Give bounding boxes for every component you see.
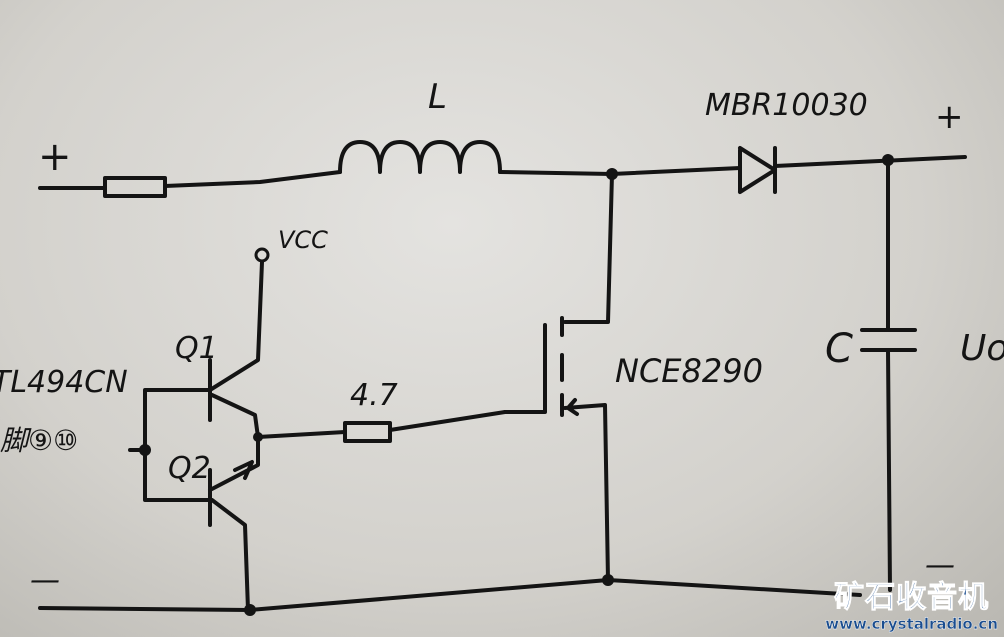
ic-label: TL494CN bbox=[0, 365, 128, 400]
output-minus-label: — bbox=[925, 548, 955, 583]
wire-bottom bbox=[38, 578, 862, 612]
watermark: 矿石收音机 www.crystalradio.cn bbox=[825, 580, 998, 633]
junction bbox=[139, 444, 151, 456]
vcc-label: VCC bbox=[278, 226, 328, 254]
capacitor-label: C bbox=[825, 326, 853, 372]
output-plus-label: + bbox=[935, 97, 964, 137]
inductor-label: L bbox=[428, 77, 447, 117]
mosfet-label: NCE8290 bbox=[615, 352, 763, 390]
q1-label: Q1 bbox=[175, 331, 218, 366]
transistors bbox=[128, 260, 507, 612]
input-minus-label: — bbox=[30, 563, 60, 598]
fuse bbox=[103, 176, 167, 198]
inductor bbox=[338, 140, 502, 174]
watermark-title: 矿石收音机 bbox=[834, 580, 990, 615]
q2-label: Q2 bbox=[168, 451, 211, 486]
output-voltage-label: Uo bbox=[960, 328, 1004, 369]
wire-top-input bbox=[38, 170, 342, 190]
input-plus-label: + bbox=[38, 134, 72, 180]
resistor-label: 4.7 bbox=[350, 378, 398, 413]
junction bbox=[602, 574, 614, 586]
gate-resistor bbox=[343, 421, 392, 443]
capacitor bbox=[860, 158, 917, 592]
ic-pins-label: 脚⑨⑩ bbox=[0, 424, 78, 457]
mosfet bbox=[503, 172, 614, 582]
diode-label: MBR10030 bbox=[705, 88, 868, 123]
vcc-terminal bbox=[254, 247, 270, 263]
wire-top-mid bbox=[498, 166, 742, 176]
junction bbox=[253, 432, 263, 442]
wire-top-output bbox=[773, 155, 967, 168]
diode bbox=[738, 146, 777, 194]
watermark-url: www.crystalradio.cn bbox=[825, 615, 998, 633]
